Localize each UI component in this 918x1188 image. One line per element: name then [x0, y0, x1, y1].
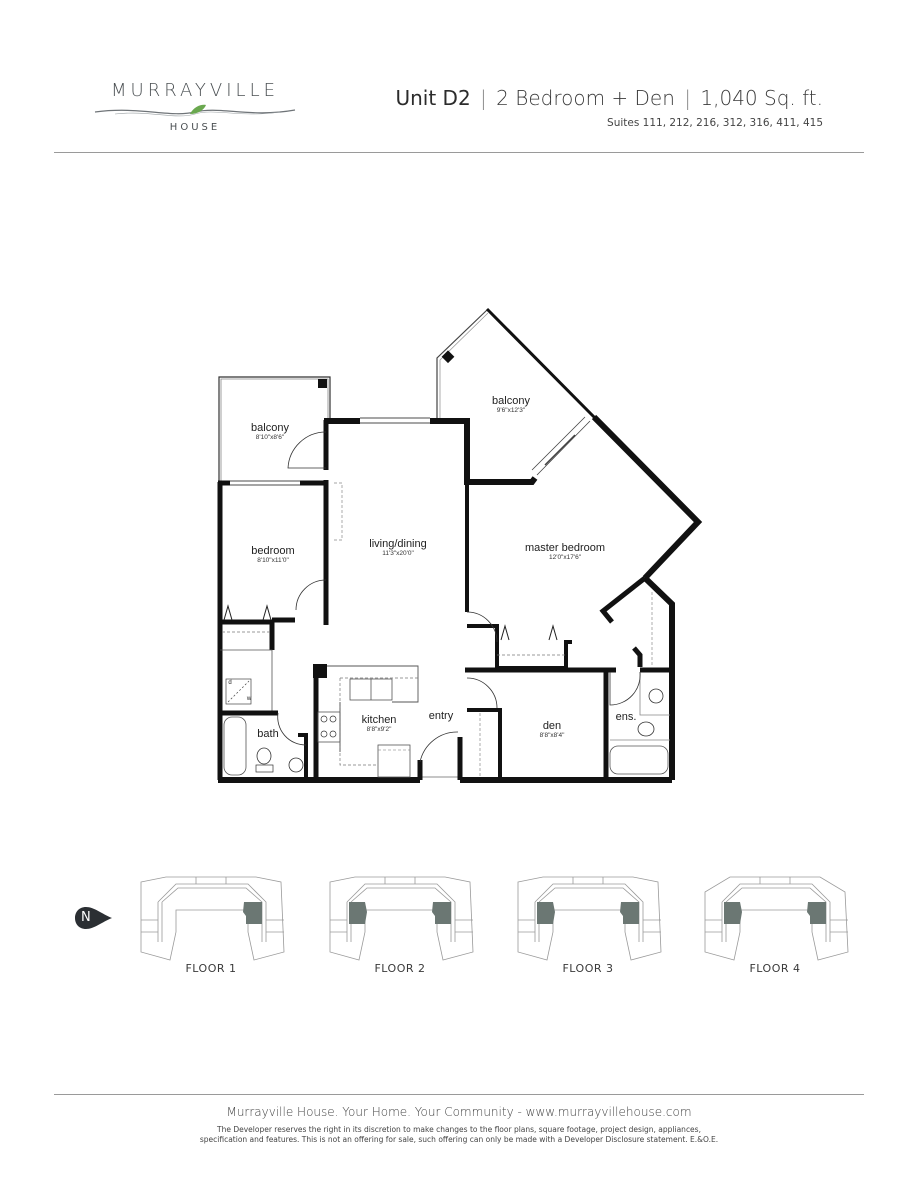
disclaimer-line-1: The Developer reserves the right in its … [217, 1125, 701, 1134]
north-indicator: N [74, 906, 114, 930]
brand-subname: HOUSE [169, 122, 221, 133]
room-kitchen: kitchen 8'8"x9'2" [361, 714, 397, 733]
footer-tagline: Murrayville House. Your Home. Your Commu… [226, 1105, 692, 1119]
building-keyplan-icon [704, 876, 849, 961]
keyplan-floor-2 [325, 872, 475, 982]
footer-divider [54, 1094, 864, 1095]
floor-label-4: FLOOR 4 [749, 962, 801, 975]
keyplan-floor-3 [513, 872, 663, 982]
room-living-dining: living/dining 11'3"x20'0" [369, 538, 427, 557]
brand-name: MURRAYVILLE [111, 80, 279, 101]
room-balcony-west: balcony 8'10"x8'6" [251, 422, 289, 441]
washer-label: w [246, 696, 252, 702]
north-label: N [81, 910, 91, 925]
unit-bedrooms: 2 Bedroom + Den [496, 86, 675, 110]
leaf-swash-icon [94, 104, 296, 117]
building-keyplan-icon [329, 876, 474, 961]
unit-title: Unit D2 | 2 Bedroom + Den | 1,040 Sq. ft… [395, 86, 823, 110]
dryer-label: d [228, 680, 232, 686]
disclaimer-line-2: specification and features. This is not … [199, 1135, 719, 1144]
floor-label-3: FLOOR 3 [562, 962, 614, 975]
title-separator: | [480, 86, 487, 110]
suite-list: Suites 111, 212, 216, 312, 316, 411, 415 [607, 117, 823, 129]
header-divider [54, 152, 864, 153]
unit-name: Unit D2 [395, 86, 471, 110]
room-bedroom: bedroom 8'10"x11'0" [251, 545, 295, 564]
room-entry: entry [428, 710, 454, 722]
building-keyplan-icon [140, 876, 285, 961]
room-den: den 8'8"x8'4" [539, 720, 565, 739]
footer-disclaimer: The Developer reserves the right in its … [0, 1125, 918, 1145]
room-bath: bath [257, 728, 279, 740]
north-arrow-icon [75, 907, 112, 929]
floor-label-2: FLOOR 2 [374, 962, 426, 975]
title-separator: | [684, 86, 692, 110]
room-balcony-east: balcony 9'6"x12'3" [492, 395, 530, 414]
unit-area: 1,040 Sq. ft. [700, 86, 823, 110]
brand-logo: MURRAYVILLE HOUSE [90, 74, 300, 140]
room-master-bedroom: master bedroom 12'0"x17'6" [524, 542, 606, 561]
keyplan-floor-4 [700, 872, 850, 982]
room-ensuite: ens. [615, 711, 637, 723]
keyplan-floor-1 [136, 872, 286, 982]
building-keyplan-icon [517, 876, 662, 961]
floor-label-1: FLOOR 1 [185, 962, 237, 975]
